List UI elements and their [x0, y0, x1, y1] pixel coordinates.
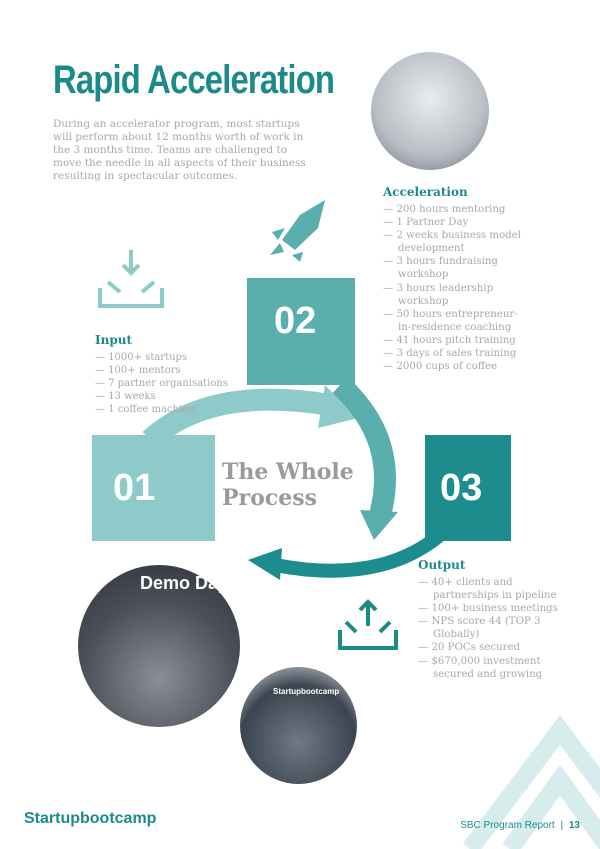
startupbootcamp-logo: Startupbootcamp: [24, 810, 157, 827]
acceleration-heading: Acceleration: [383, 185, 468, 199]
inbox-download-icon: [98, 250, 164, 308]
demo-day-photo: Demo Day: [78, 565, 240, 727]
output-section: Output 40+ clients and partnerships in p…: [418, 558, 558, 681]
list-item: 1000+ startups: [95, 351, 245, 364]
list-item: 2000 cups of coffee: [383, 360, 523, 373]
group-photo: Startupbootcamp: [240, 667, 357, 784]
page-title: Rapid Acceleration: [53, 58, 335, 102]
step-02-box: [247, 278, 355, 385]
decorative-chevrons: [462, 715, 600, 849]
list-item: 3 days of sales training: [383, 347, 523, 360]
group-photo-logo: Startupbootcamp: [273, 687, 340, 696]
step-01-box: [92, 435, 215, 541]
list-item: 100+ mentors: [95, 364, 245, 377]
output-heading: Output: [418, 558, 466, 572]
input-heading: Input: [95, 333, 132, 347]
report-name: SBC Program Report: [460, 820, 555, 831]
output-list: 40+ clients and partnerships in pipeline…: [418, 576, 558, 681]
footer-page-info: SBC Program Report | 13: [460, 820, 580, 831]
step-03-box: [425, 435, 511, 541]
input-list: 1000+ startups 100+ mentors 7 partner or…: [95, 351, 245, 416]
list-item: 40+ clients and partnerships in pipeline: [418, 576, 558, 602]
list-item: 2 weeks business model development: [383, 229, 523, 255]
list-item: 100+ business meetings: [418, 602, 558, 615]
meeting-photo: [371, 52, 489, 170]
arrowhead: [318, 385, 358, 428]
arrow-output-loop: [273, 529, 445, 578]
step-02-number: 02: [274, 300, 317, 342]
list-item: 3 hours leadership workshop: [383, 282, 523, 308]
intro-text: During an accelerator program, most star…: [53, 118, 306, 182]
step-03-number: 03: [440, 467, 483, 509]
list-item: 50 hours entrepreneur-in-residence coach…: [383, 308, 523, 334]
list-item: 200 hours mentoring: [383, 203, 523, 216]
list-item: 41 hours pitch training: [383, 334, 523, 347]
list-item: 1 Partner Day: [383, 216, 523, 229]
list-item: 13 weeks: [95, 390, 245, 403]
arrow-acceleration-to-output: [332, 376, 396, 518]
input-section: Input 1000+ startups 100+ mentors 7 part…: [95, 333, 245, 416]
rocket-icon: [270, 200, 325, 262]
outbox-upload-icon: [338, 599, 398, 650]
list-item: NPS score 44 (TOP 3 Globally): [418, 615, 558, 641]
page-number: 13: [568, 820, 580, 831]
list-item: 20 POCs secured: [418, 641, 558, 654]
list-item: 3 hours fundraising workshop: [383, 255, 523, 281]
center-label: The Whole Process: [222, 459, 354, 511]
center-label-line2: Process: [222, 485, 317, 511]
separator: |: [560, 820, 564, 831]
acceleration-section: Acceleration 200 hours mentoring 1 Partn…: [383, 185, 523, 373]
list-item: 1 coffee machine: [95, 403, 245, 416]
step-01-number: 01: [113, 467, 156, 509]
list-item: 7 partner organisations: [95, 377, 245, 390]
acceleration-list: 200 hours mentoring 1 Partner Day 2 week…: [383, 203, 523, 373]
center-label-line1: The Whole: [222, 459, 354, 485]
demo-day-label: Demo Day: [140, 573, 229, 593]
list-item: $670,000 investment secured and growing: [418, 655, 558, 681]
